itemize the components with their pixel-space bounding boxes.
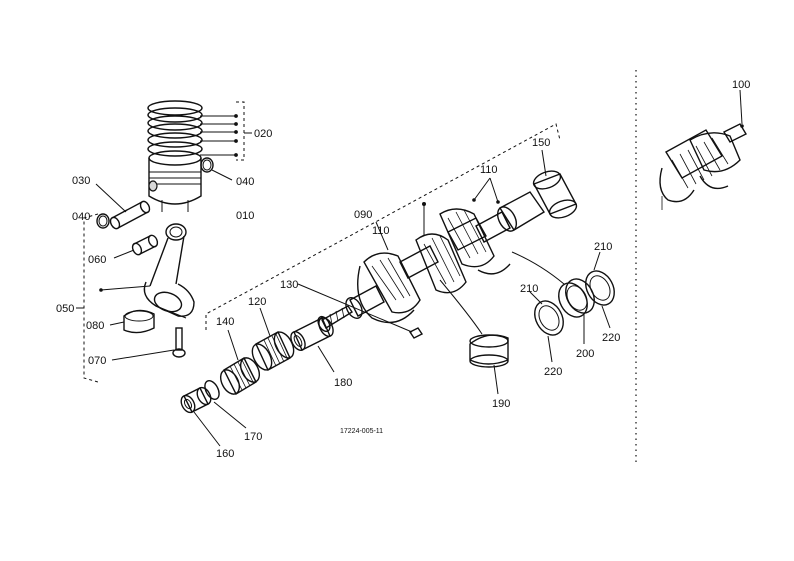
label-180: 180 [334,377,352,389]
crank-gear [251,307,295,371]
label-160: 160 [216,448,234,460]
label-110-right: 110 [480,164,498,176]
drawing-code: 17224-005-11 [340,428,383,435]
label-210-left: 210 [520,283,538,295]
label-020: 020 [254,128,272,140]
piston-rings [147,100,203,157]
label-070: 070 [88,355,106,367]
label-120: 120 [248,296,266,308]
label-110-left: 110 [372,225,390,237]
idle-gear [219,329,261,395]
piston-pin [95,183,151,230]
thrust-bearing [511,251,595,344]
connecting-rod [99,223,195,319]
small-end-bushing [113,234,159,259]
big-end-bearing [109,309,155,334]
label-140: 140 [216,316,234,328]
piston-ring-bracket [236,101,252,161]
crankshaft [317,191,546,333]
callout-labels: 020 040 030 040 010 060 050 080 070 090 … [56,79,750,460]
label-200: 200 [576,348,594,360]
front-bearing [532,149,578,219]
label-220-left: 220 [544,366,562,378]
label-220-right: 220 [602,332,620,344]
label-050: 050 [56,303,74,315]
label-150: 150 [532,137,550,149]
label-210-right: 210 [594,241,612,253]
label-010: 010 [236,210,254,222]
thrust-washer-left [529,291,564,363]
o-ring [204,380,247,429]
crankshaft-assembly-thumbnail [659,89,747,210]
label-040-right: 040 [236,176,254,188]
crankshaft-key [297,283,424,339]
collar [180,386,221,447]
label-130: 130 [280,279,298,291]
label-060: 060 [88,254,106,266]
label-100: 100 [732,79,750,91]
label-170: 170 [244,431,262,443]
oil-plug-leaders [472,177,500,204]
label-190: 190 [492,398,510,410]
thrust-washer-right [585,251,615,329]
circlip-left [96,213,110,229]
rod-bolt [111,327,186,361]
main-bearing [439,279,509,395]
label-090: 090 [354,209,372,221]
connecting-rod-bracket [76,213,99,383]
crankshaft-assembly-bracket [205,123,561,330]
circlip-right [200,157,233,181]
piston [148,150,202,212]
ring-leaders [200,114,238,157]
label-030: 030 [72,175,90,187]
label-040-left: 040 [72,211,90,223]
label-080: 080 [86,320,104,332]
